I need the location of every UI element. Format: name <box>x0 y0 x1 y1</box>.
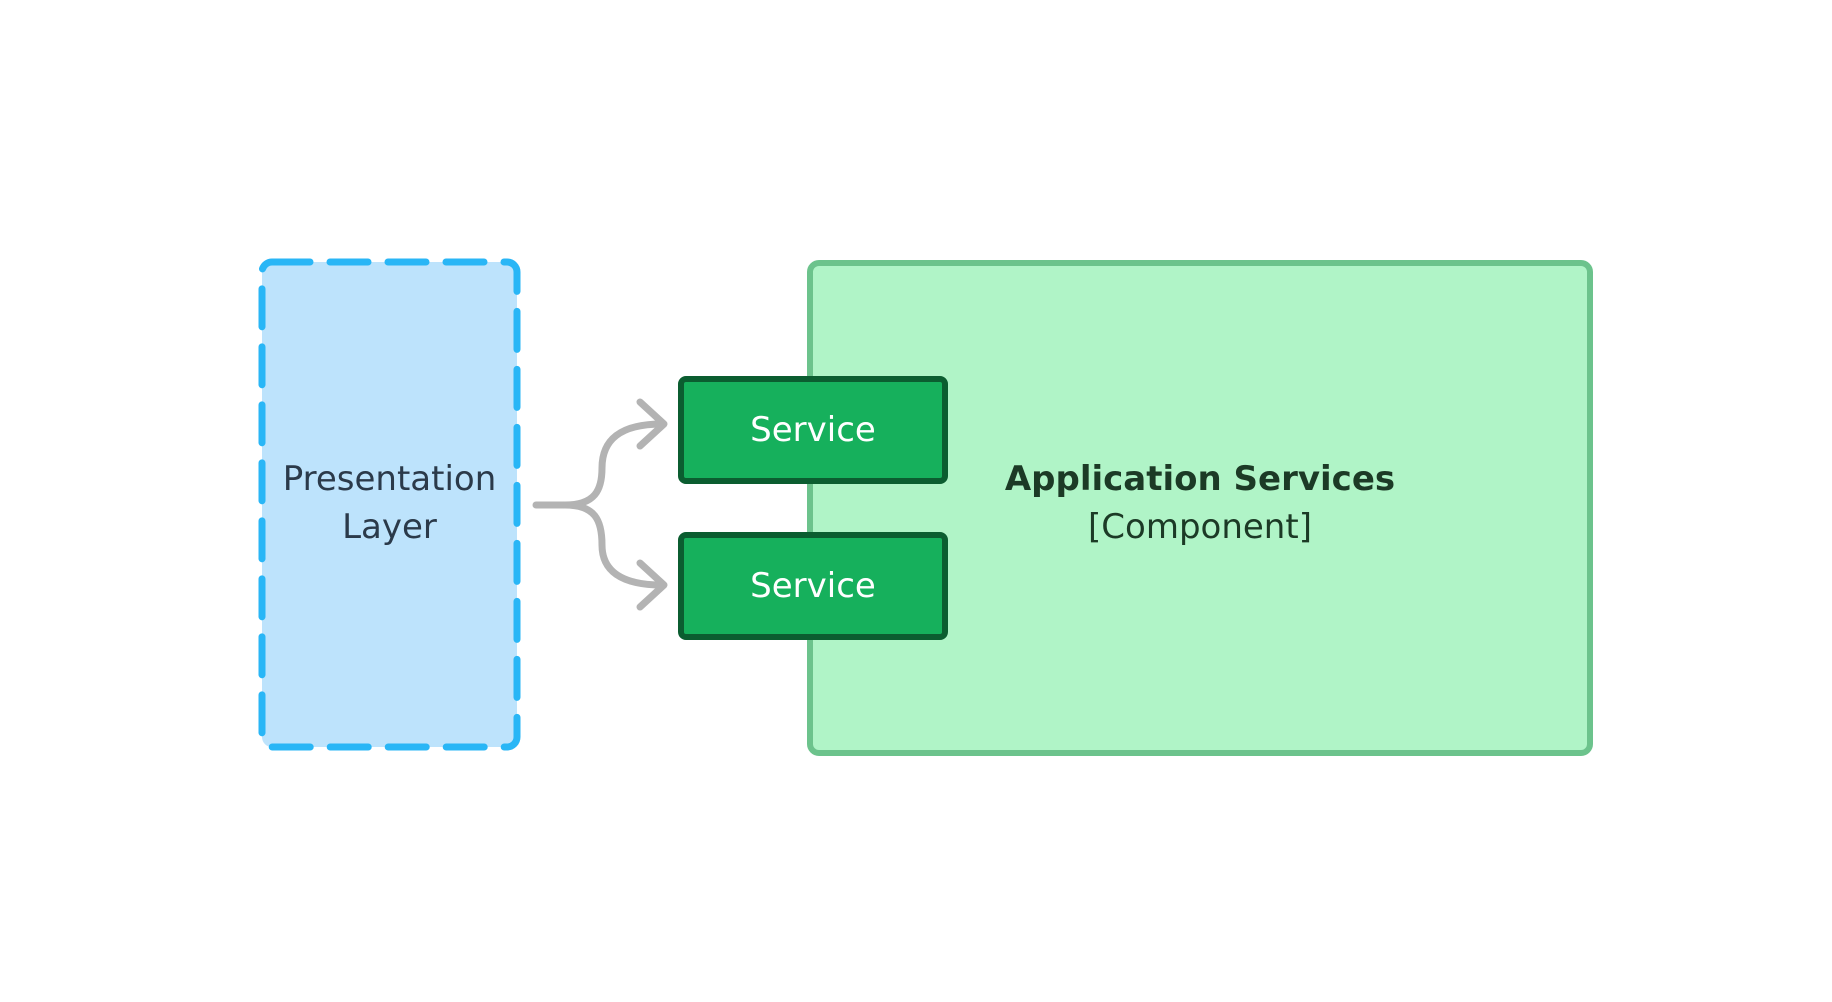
connector-branch-upper <box>561 420 666 509</box>
arrowhead-upper-icon <box>636 398 668 450</box>
application-services-title: Application Services <box>1004 459 1396 499</box>
service-box-upper[interactable]: Service <box>678 376 948 484</box>
application-services-box[interactable] <box>807 260 1593 756</box>
connector-branch-lower <box>561 501 666 589</box>
presentation-layer-label: Presentation Layer <box>262 455 517 551</box>
application-services-subtitle: [Component] <box>1088 507 1312 547</box>
service-box-lower[interactable]: Service <box>678 532 948 640</box>
arrowhead-lower-icon <box>636 559 668 611</box>
presentation-label-line2: Layer <box>342 507 437 547</box>
service-label-upper: Service <box>750 410 876 450</box>
service-label-lower: Service <box>750 566 876 606</box>
presentation-label-line1: Presentation <box>282 459 497 499</box>
